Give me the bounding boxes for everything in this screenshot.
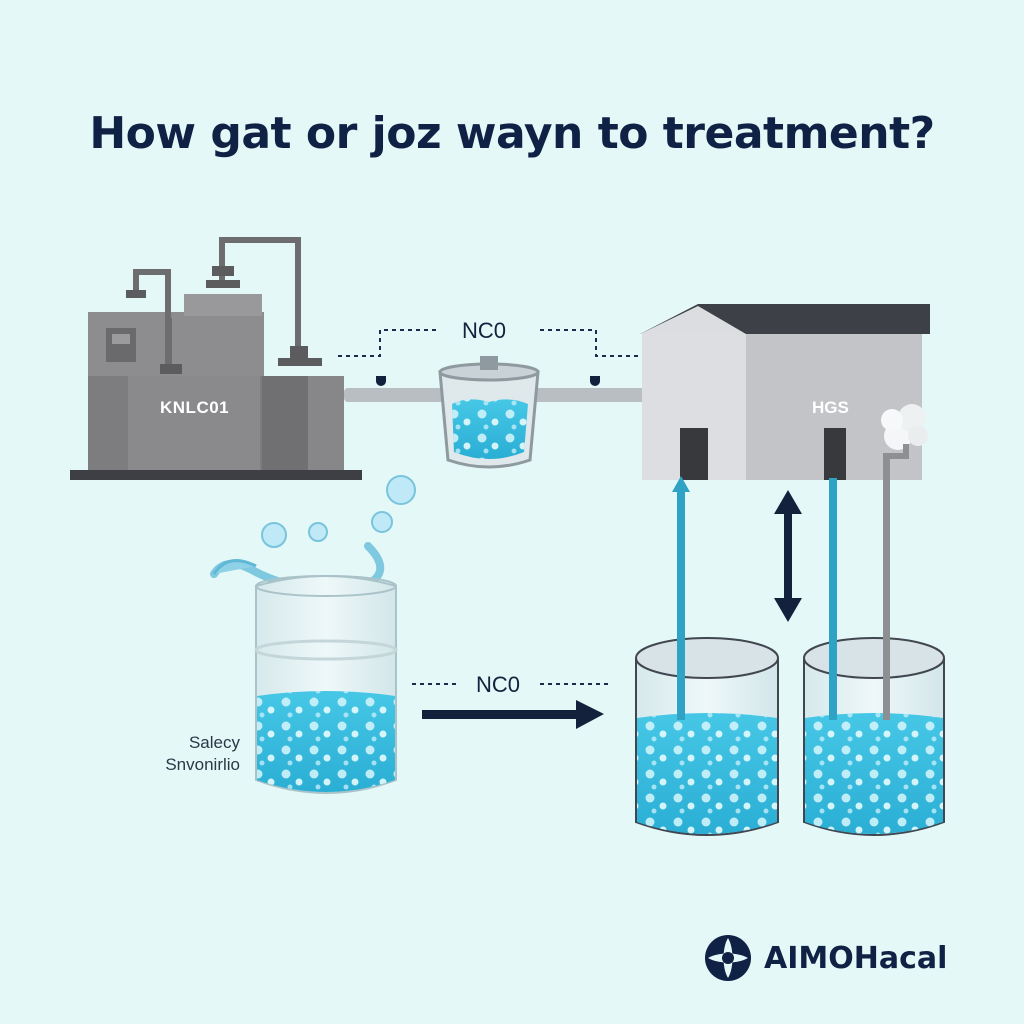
- top-connector-lines: [338, 329, 652, 357]
- flow-arrow-right-icon: [422, 700, 604, 729]
- treatment-plant: [70, 237, 362, 480]
- top-connector-label: NC0: [462, 318, 507, 343]
- beaker: [210, 542, 398, 794]
- middle-tank: [438, 356, 540, 469]
- plant-label: KNLC01: [160, 398, 230, 417]
- tank-right: [803, 637, 945, 836]
- treatment-building: [640, 304, 930, 480]
- beaker-label-line1: Salecy: [188, 733, 240, 752]
- middle-connector-label: NC0: [476, 672, 521, 697]
- building-label: HGS: [812, 398, 849, 417]
- beaker-label-line2: Snvonirlio: [165, 755, 240, 774]
- diagram-title: How gat or joz wayn to treatment?: [89, 108, 935, 159]
- double-arrow-vertical-icon: [774, 490, 802, 622]
- rising-bubbles: [261, 475, 416, 548]
- tank-left: [635, 637, 779, 836]
- beaker-label: Salecy Snvonirlio: [120, 732, 240, 776]
- brand-name: AIMOHacal: [764, 940, 948, 976]
- compass-logo-icon: [705, 935, 751, 981]
- supply-pipes: [672, 458, 890, 720]
- brand-logo: AIMOHacal: [704, 934, 947, 982]
